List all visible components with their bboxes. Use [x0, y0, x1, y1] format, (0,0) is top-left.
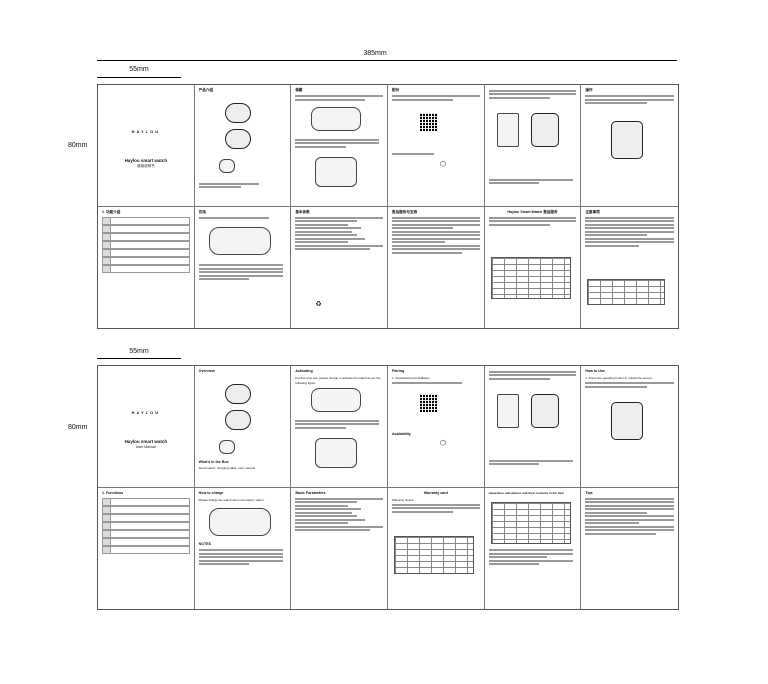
manual-sheet-chinese: HAYLOU Haylou smart watch 使用说明书 产品介绍 佩戴 … — [97, 84, 679, 329]
manual-sheet-english: HAYLOU Haylou smart watch User Manual Ov… — [97, 365, 679, 610]
panel-title: 配对 — [391, 88, 400, 92]
panel-notes-zh: 注意事项 — [581, 207, 678, 329]
panel-title: Haylou Smart Watch 售后服务 — [507, 209, 558, 214]
charging-illustration — [208, 226, 271, 255]
recycle-icon: ♻ — [315, 300, 322, 308]
box-title: What's in the Box — [198, 460, 229, 464]
watch-illustration — [224, 384, 251, 404]
pairing-text: 1. Download and Installation — [391, 376, 430, 381]
panel-width-line-top — [97, 77, 181, 78]
panel-warranty-card: Warranty card Warranty Notice — [388, 487, 485, 609]
panel-overview: Overview What's in the Box Smart watch, … — [194, 366, 292, 488]
panel-service-zh: 售后服务与支持 — [388, 206, 485, 328]
phone-illustration — [496, 113, 519, 147]
watch-illustration — [611, 402, 644, 440]
panel-width-line-bottom — [97, 358, 181, 359]
activating-text: For first time use, please charge to act… — [295, 376, 381, 385]
panel-functions-en: 1. Functions — [98, 487, 195, 609]
panel-title: 产品介绍 — [198, 88, 214, 92]
panel-title: 1. 功能介绍 — [102, 209, 121, 214]
hazard-table — [490, 501, 571, 544]
watch-illustration — [530, 394, 559, 428]
watch-illustration — [224, 410, 251, 430]
panel-title: 基本参数 — [295, 209, 310, 214]
panel-title: Overview — [198, 369, 215, 373]
warranty-table — [490, 256, 571, 299]
howto-text: 1. Press the operating button to unlock … — [585, 376, 653, 381]
cover-panel-en: HAYLOU Haylou smart watch User Manual — [98, 366, 195, 488]
panel-hazardous-substances: Hazardous substances and their contents … — [485, 487, 582, 609]
panel-title: 操作 — [585, 88, 593, 92]
total-width-line — [97, 60, 677, 61]
panel-pairing-en: Pairing 1. Download and Installation Ava… — [387, 366, 485, 488]
panel-pairing-steps-en — [484, 366, 582, 488]
panel-title: Activating — [295, 369, 313, 373]
panel-parameters-zh: 基本参数 ♻ — [291, 206, 388, 328]
panel-how-to-charge: How to charge Please charge the watch wh… — [195, 487, 292, 609]
watch-illustration — [224, 129, 251, 149]
total-width-label: 385mm — [363, 50, 387, 57]
panel-operation: 操作 — [581, 85, 678, 207]
panel-title: 售后服务与支持 — [391, 209, 418, 214]
cover-subtitle: 使用说明书 — [137, 163, 155, 168]
panel-title: 1. Functions — [102, 490, 124, 495]
panel-product-intro: 产品介绍 — [194, 85, 292, 207]
watch-illustration — [530, 113, 559, 147]
panel-title: How to charge — [198, 490, 224, 495]
brand-logo: HAYLOU — [131, 129, 161, 134]
panel-tips: Tips — [581, 488, 678, 610]
charge-text: Please charge the watch when low battery… — [198, 497, 265, 502]
height-label-top: 80mm — [68, 142, 88, 149]
panel-width-label-top: 55mm — [129, 66, 149, 73]
panel-title: Tips — [585, 490, 593, 495]
panel-title: 佩戴 — [295, 88, 303, 92]
panel-width-label-bottom: 55mm — [129, 348, 149, 355]
panel-warranty-zh: Haylou Smart Watch 售后服务 — [485, 206, 582, 328]
watch-illustration — [224, 103, 251, 123]
wrist-illustration — [311, 107, 362, 131]
panel-title: Hazardous substances and their contents … — [488, 490, 565, 495]
panel-title: 注意事项 — [585, 209, 600, 214]
charging-illustration — [208, 507, 271, 536]
cover-title: Haylou smart watch — [124, 439, 168, 445]
phone-illustration — [496, 394, 519, 428]
box-items: Smart watch, charging cable, user manual — [198, 466, 255, 470]
notes-table — [587, 278, 666, 305]
panel-wearing: 佩戴 — [291, 85, 388, 207]
panel-basic-parameters: Basic Parameters — [291, 487, 388, 609]
charger-illustration — [218, 159, 235, 173]
warranty-table — [393, 535, 474, 574]
watch-illustration — [611, 121, 644, 159]
cover-panel-zh: HAYLOU Haylou smart watch 使用说明书 — [98, 85, 195, 207]
panel-how-to-use: How to Use 1. Press the operating button… — [581, 366, 678, 488]
android-icon: ⬡ — [439, 161, 447, 168]
panel-charging-zh: 充电 — [195, 206, 292, 328]
android-icon: ⬡ — [439, 440, 447, 447]
panel-pairing-steps — [484, 85, 582, 207]
hand-illustration — [315, 157, 358, 187]
charger-illustration — [218, 440, 235, 454]
panel-title: Warranty card — [423, 490, 448, 495]
availability-title: Availability — [391, 432, 411, 436]
height-label-bottom: 80mm — [68, 424, 88, 431]
panel-title: 充电 — [198, 209, 206, 214]
wrist-illustration — [311, 388, 362, 412]
cover-subtitle: User Manual — [135, 444, 156, 449]
hand-illustration — [315, 438, 358, 468]
panel-pairing: 配对 ⬡ — [387, 85, 485, 207]
panel-title: Basic Parameters — [295, 490, 326, 495]
brand-logo: HAYLOU — [131, 410, 161, 415]
warranty-subtitle: Warranty Notice — [391, 497, 414, 502]
qr-code — [419, 394, 438, 412]
cover-title: Haylou smart watch — [124, 158, 168, 164]
panel-title: Pairing — [391, 369, 405, 373]
panel-functions-zh: 1. 功能介绍 — [98, 206, 195, 328]
qr-code — [419, 113, 438, 131]
notes-title: NOTES — [198, 541, 212, 546]
panel-title: How to Use — [585, 369, 605, 373]
panel-activating: Activating For first time use, please ch… — [291, 366, 388, 488]
